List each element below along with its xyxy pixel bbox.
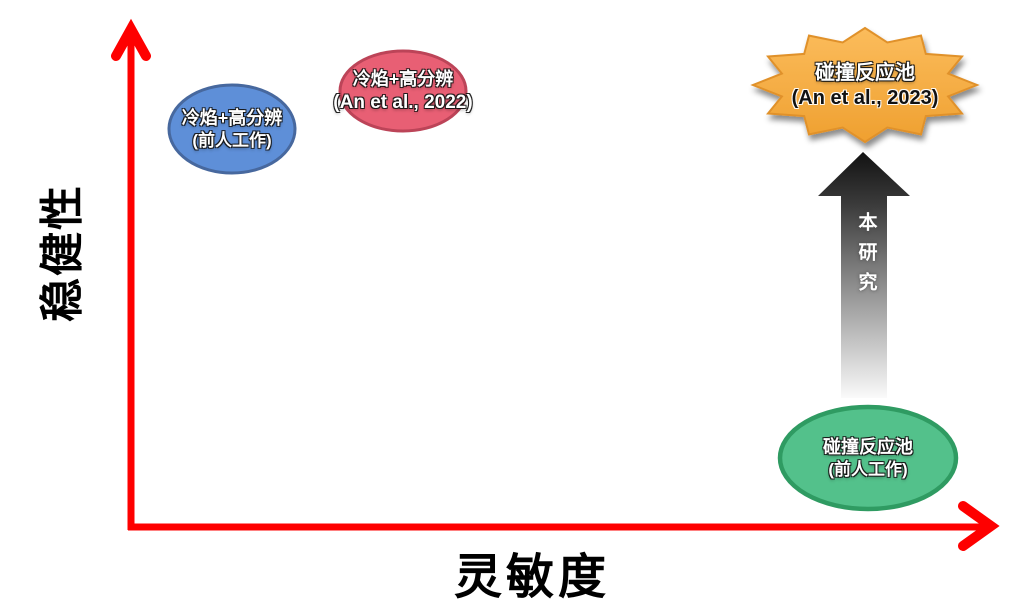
ellipse-cold-flame-prior xyxy=(167,83,297,175)
node-collision-cell-prior-title: 碰撞反应池 xyxy=(823,437,913,458)
this-work-up-arrow xyxy=(818,152,910,398)
node-collision-cell-2023-subtitle: (An et al., 2023) xyxy=(791,87,939,109)
starburst-shape xyxy=(750,26,980,144)
node-collision-cell-prior-label: 碰撞反应池 (前人工作) xyxy=(823,436,913,480)
node-cold-flame-prior-title: 冷焰+高分辨 xyxy=(181,108,283,129)
ellipse-collision-cell-prior xyxy=(777,404,959,512)
node-cold-flame-prior-label: 冷焰+高分辨 (前人工作) xyxy=(182,107,283,151)
node-cold-flame-2022-subtitle: (An et al., 2022) xyxy=(333,91,473,113)
y-axis-arrowhead-icon xyxy=(111,18,151,61)
this-work-arrow-label: 本研究 xyxy=(855,212,877,302)
node-collision-cell-2023-title: 碰撞反应池 xyxy=(815,62,915,84)
node-collision-cell-2023-label: 碰撞反应池 (An et al., 2023) xyxy=(792,61,939,111)
node-collision-cell-prior-subtitle: (前人工作) xyxy=(828,459,908,479)
x-axis-label: 灵敏度 xyxy=(453,551,611,604)
x-axis-arrowhead-icon xyxy=(958,501,1000,551)
ellipse-cold-flame-2022 xyxy=(338,49,468,133)
node-cold-flame-2022-title: 冷焰+高分辨 xyxy=(352,68,454,89)
node-cold-flame-prior-subtitle: (前人工作) xyxy=(192,130,272,150)
y-axis-label: 稳健性 xyxy=(38,184,87,322)
node-cold-flame-2022-label: 冷焰+高分辨 (An et al., 2022) xyxy=(333,68,472,114)
